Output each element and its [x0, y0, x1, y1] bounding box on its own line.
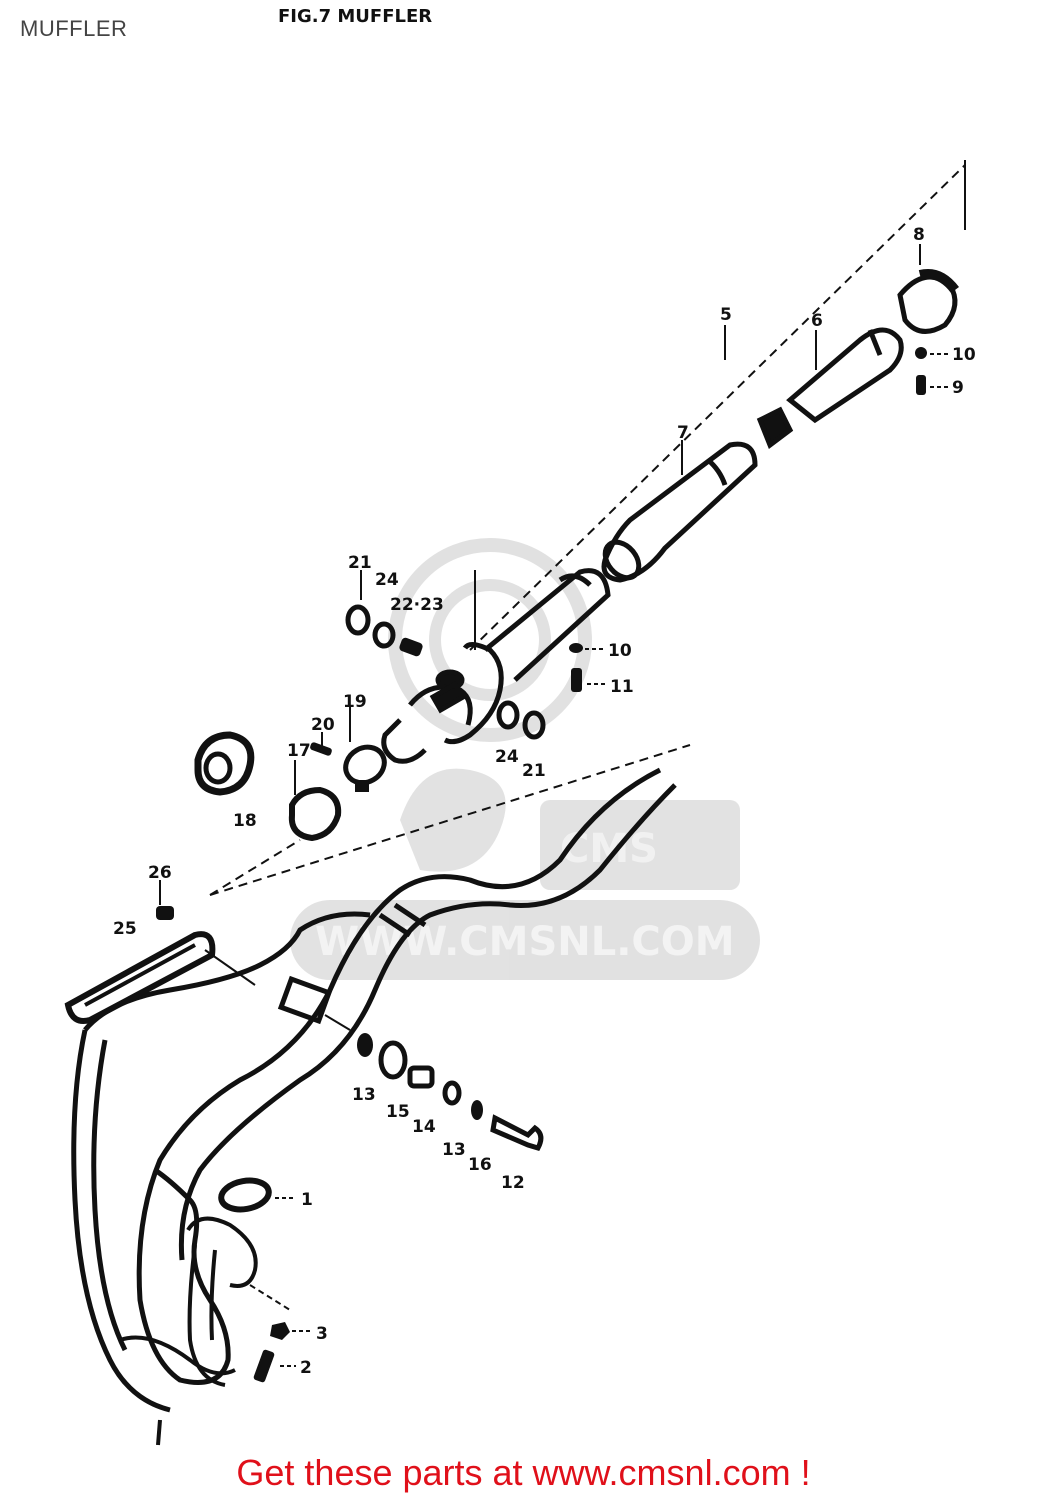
callout-10-lower: 10: [608, 641, 632, 661]
part-21-washer-left: [345, 604, 371, 636]
watermark-logo: [290, 538, 760, 980]
callout-2: 2: [300, 1358, 312, 1378]
callout-17: 17: [287, 741, 311, 761]
callout-13-upper: 13: [352, 1085, 376, 1105]
callout-3: 3: [316, 1324, 328, 1344]
assembly-lines: [204, 160, 966, 1311]
part-8-end-cap: [897, 269, 959, 334]
part-9-screw: [916, 375, 950, 395]
callout-25: 25: [113, 919, 137, 939]
part-16-washer: [471, 1100, 483, 1120]
part-26-screw: [156, 906, 174, 920]
part-19-clamp: [343, 744, 387, 792]
callout-11: 11: [610, 677, 634, 697]
part-20-screw: [310, 742, 332, 756]
callout-19: 19: [343, 692, 367, 712]
callout-6: 6: [811, 311, 823, 331]
footer-link-text[interactable]: Get these parts at www.cmsnl.com !: [236, 1452, 811, 1493]
callout-24-lower: 24: [495, 747, 519, 767]
part-24-washer-left: [372, 621, 396, 649]
callout-7: 7: [677, 423, 689, 443]
part-18-grommet: [194, 731, 255, 796]
callout-24-upper: 24: [375, 570, 399, 590]
part-3-nut: [270, 1322, 312, 1340]
callout-21-upper: 21: [348, 553, 372, 573]
part-14-collar: [407, 1065, 435, 1089]
watermark-url: WWW.CMSNL.COM: [315, 919, 735, 965]
callout-9: 9: [952, 378, 964, 398]
callout-21-lower: 21: [522, 761, 546, 781]
callout-26: 26: [148, 863, 172, 883]
part-12-bolt: [490, 1114, 544, 1151]
part-1-gasket: [218, 1177, 295, 1213]
part-11-bolt: [571, 668, 607, 692]
page-label: MUFFLER: [20, 16, 128, 41]
callout-14: 14: [412, 1117, 436, 1137]
part-17-sleeve: [288, 786, 342, 842]
mounting-bracket: [277, 975, 333, 1025]
part-10-washer-lower: [569, 643, 605, 653]
part-2-bolt: [253, 1349, 296, 1383]
leader-lines: [159, 244, 921, 905]
callout-10-upper: 10: [952, 345, 976, 365]
part-10-washer-upper: [915, 347, 950, 359]
callout-13-lower: 13: [442, 1140, 466, 1160]
callout-22-23: 22·23: [390, 595, 444, 615]
part-22-23-pin: [399, 637, 423, 657]
header-pipe: [119, 1216, 258, 1446]
callout-5: 5: [720, 305, 732, 325]
callout-20: 20: [311, 715, 335, 735]
callout-labels: 1 2 3 5 6 7 8 9 10 10 11 12 13 15 14 13 …: [113, 225, 976, 1378]
callout-16: 16: [468, 1155, 492, 1175]
part-7-tailpipe: [601, 441, 758, 583]
watermark-logo-text: CMS: [560, 826, 658, 872]
part-6-inner-pipe: [756, 327, 904, 449]
silencer-body: [381, 568, 611, 764]
callout-8: 8: [913, 225, 925, 245]
callout-18: 18: [233, 811, 257, 831]
part-25-heat-guard: [64, 931, 216, 1024]
figure-title: FIG.7 MUFFLER: [278, 6, 432, 27]
part-13-washer-upper: [357, 1033, 373, 1057]
part-13-washer-lower: [442, 1080, 462, 1106]
callout-1: 1: [301, 1190, 313, 1210]
part-24-washer-right: [496, 700, 520, 730]
callout-15: 15: [386, 1102, 410, 1122]
part-21-washer-right: [522, 710, 546, 740]
part-15-damper: [378, 1040, 408, 1080]
callout-12: 12: [501, 1173, 525, 1193]
